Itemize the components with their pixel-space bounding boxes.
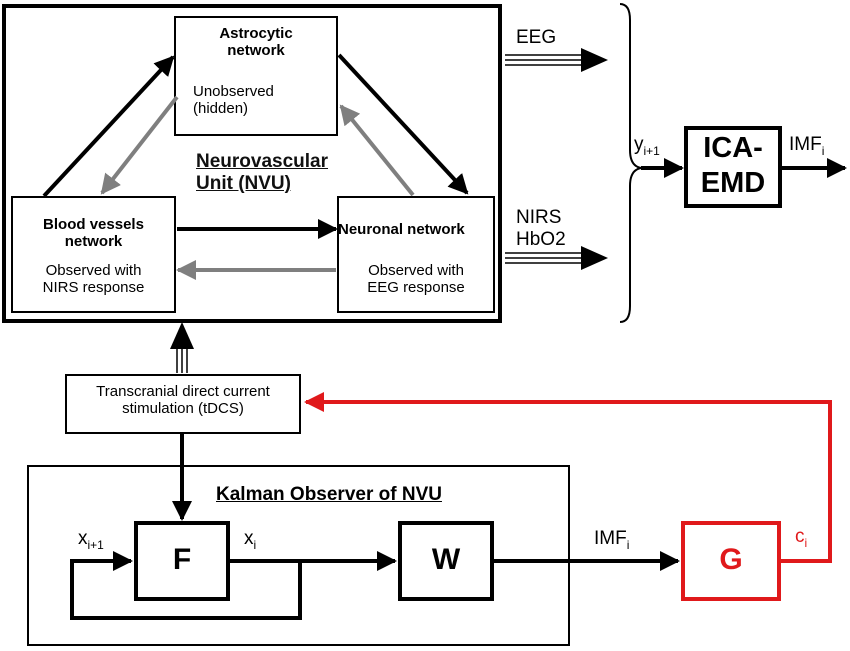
imf-symbol: IMF <box>594 528 627 549</box>
astro-title-line1: Astrocytic <box>219 25 293 42</box>
ica-input-symbol: y <box>634 134 644 155</box>
arrow-blood-to-astro <box>42 55 175 198</box>
g-box <box>681 521 781 601</box>
ica-emd-line1: ICA- <box>703 132 763 164</box>
w-label: W <box>431 543 461 576</box>
x-cur-symbol: x <box>244 528 254 549</box>
ica-input-subscript: i+1 <box>643 143 660 158</box>
astro-title: Astrocytic network <box>175 25 337 60</box>
merge-brace <box>619 3 642 323</box>
f-label: F <box>172 543 192 576</box>
ica-emd-line2: EMD <box>700 166 766 199</box>
neuro-desc: Observed with EEG response <box>338 262 494 297</box>
f-box <box>134 521 230 601</box>
ica-emd-label: ICA- EMD <box>686 131 780 201</box>
x-cur-label: xi <box>244 528 256 553</box>
blood-title: Blood vessels network <box>12 216 175 251</box>
arrow-astro-to-neuro <box>337 53 469 195</box>
neuro-desc-line1: Observed with <box>368 262 464 279</box>
nirs-label-line2: HbO2 <box>516 228 566 250</box>
nvu-title-line2: Unit (NVU) <box>196 172 291 194</box>
nirs-label: NIRS HbO2 <box>516 207 566 251</box>
kalman-title: Kalman Observer of NVU <box>216 484 442 505</box>
eeg-label: EEG <box>516 27 557 48</box>
x-next-symbol: x <box>78 528 88 549</box>
c-subscript: i <box>804 535 808 550</box>
f-feedback-loop <box>70 551 302 620</box>
ica-emd-box <box>684 126 782 208</box>
astro-desc-line2: (hidden) <box>193 100 249 118</box>
nvu-title: Neurovascular Unit (NVU) <box>196 151 328 195</box>
astro-desc: Unobserved (hidden) <box>193 83 274 118</box>
x-next-label: xi+1 <box>78 528 104 553</box>
c-symbol: c <box>795 526 805 547</box>
neuro-desc-line2: EEG response <box>367 279 465 297</box>
red-feedback-path <box>304 392 832 563</box>
ica-output-label: IMFi <box>789 134 824 159</box>
imf-subscript: i <box>626 537 630 552</box>
ica-input-label: yi+1 <box>634 134 660 159</box>
neuro-title: Neuronal network <box>338 221 465 238</box>
neuronal-network-box <box>337 196 495 313</box>
blood-title-line1: Blood vessels <box>43 216 144 233</box>
arrow-astro-to-blood <box>100 95 179 195</box>
tdcs-line2: stimulation (tDCS) <box>122 400 244 418</box>
tdcs-line1: Transcranial direct current <box>96 383 270 400</box>
arrow-neuro-to-astro <box>339 104 415 197</box>
tdcs-box <box>65 374 301 434</box>
eeg-output-arrow <box>505 48 608 72</box>
nvu-title-line1: Neurovascular <box>196 151 329 172</box>
ica-output-symbol: IMF <box>789 134 822 155</box>
x-next-subscript: i+1 <box>87 537 104 552</box>
x-cur-subscript: i <box>253 537 257 552</box>
tdcs-label: Transcranial direct current stimulation … <box>66 383 300 418</box>
tdcs-to-nvu-arrow <box>170 322 194 373</box>
ica-output-subscript: i <box>821 143 825 158</box>
blood-title-line2: network <box>64 233 123 251</box>
astro-desc-line1: Unobserved <box>193 83 274 100</box>
astrocytic-network-box <box>174 16 338 136</box>
kalman-observer-box <box>27 465 570 646</box>
g-label: G <box>719 543 743 576</box>
nirs-label-line1: NIRS <box>516 207 562 228</box>
blood-desc-line2: NIRS response <box>42 279 145 297</box>
imf-label: IMFi <box>594 528 629 553</box>
astro-title-line2: network <box>227 42 285 60</box>
c-label: ci <box>795 526 807 551</box>
nvu-outer-box <box>2 4 502 323</box>
blood-desc: Observed with NIRS response <box>12 262 175 297</box>
blood-vessels-box <box>11 196 176 313</box>
blood-desc-line1: Observed with <box>45 262 142 279</box>
nirs-output-arrow <box>505 246 608 270</box>
